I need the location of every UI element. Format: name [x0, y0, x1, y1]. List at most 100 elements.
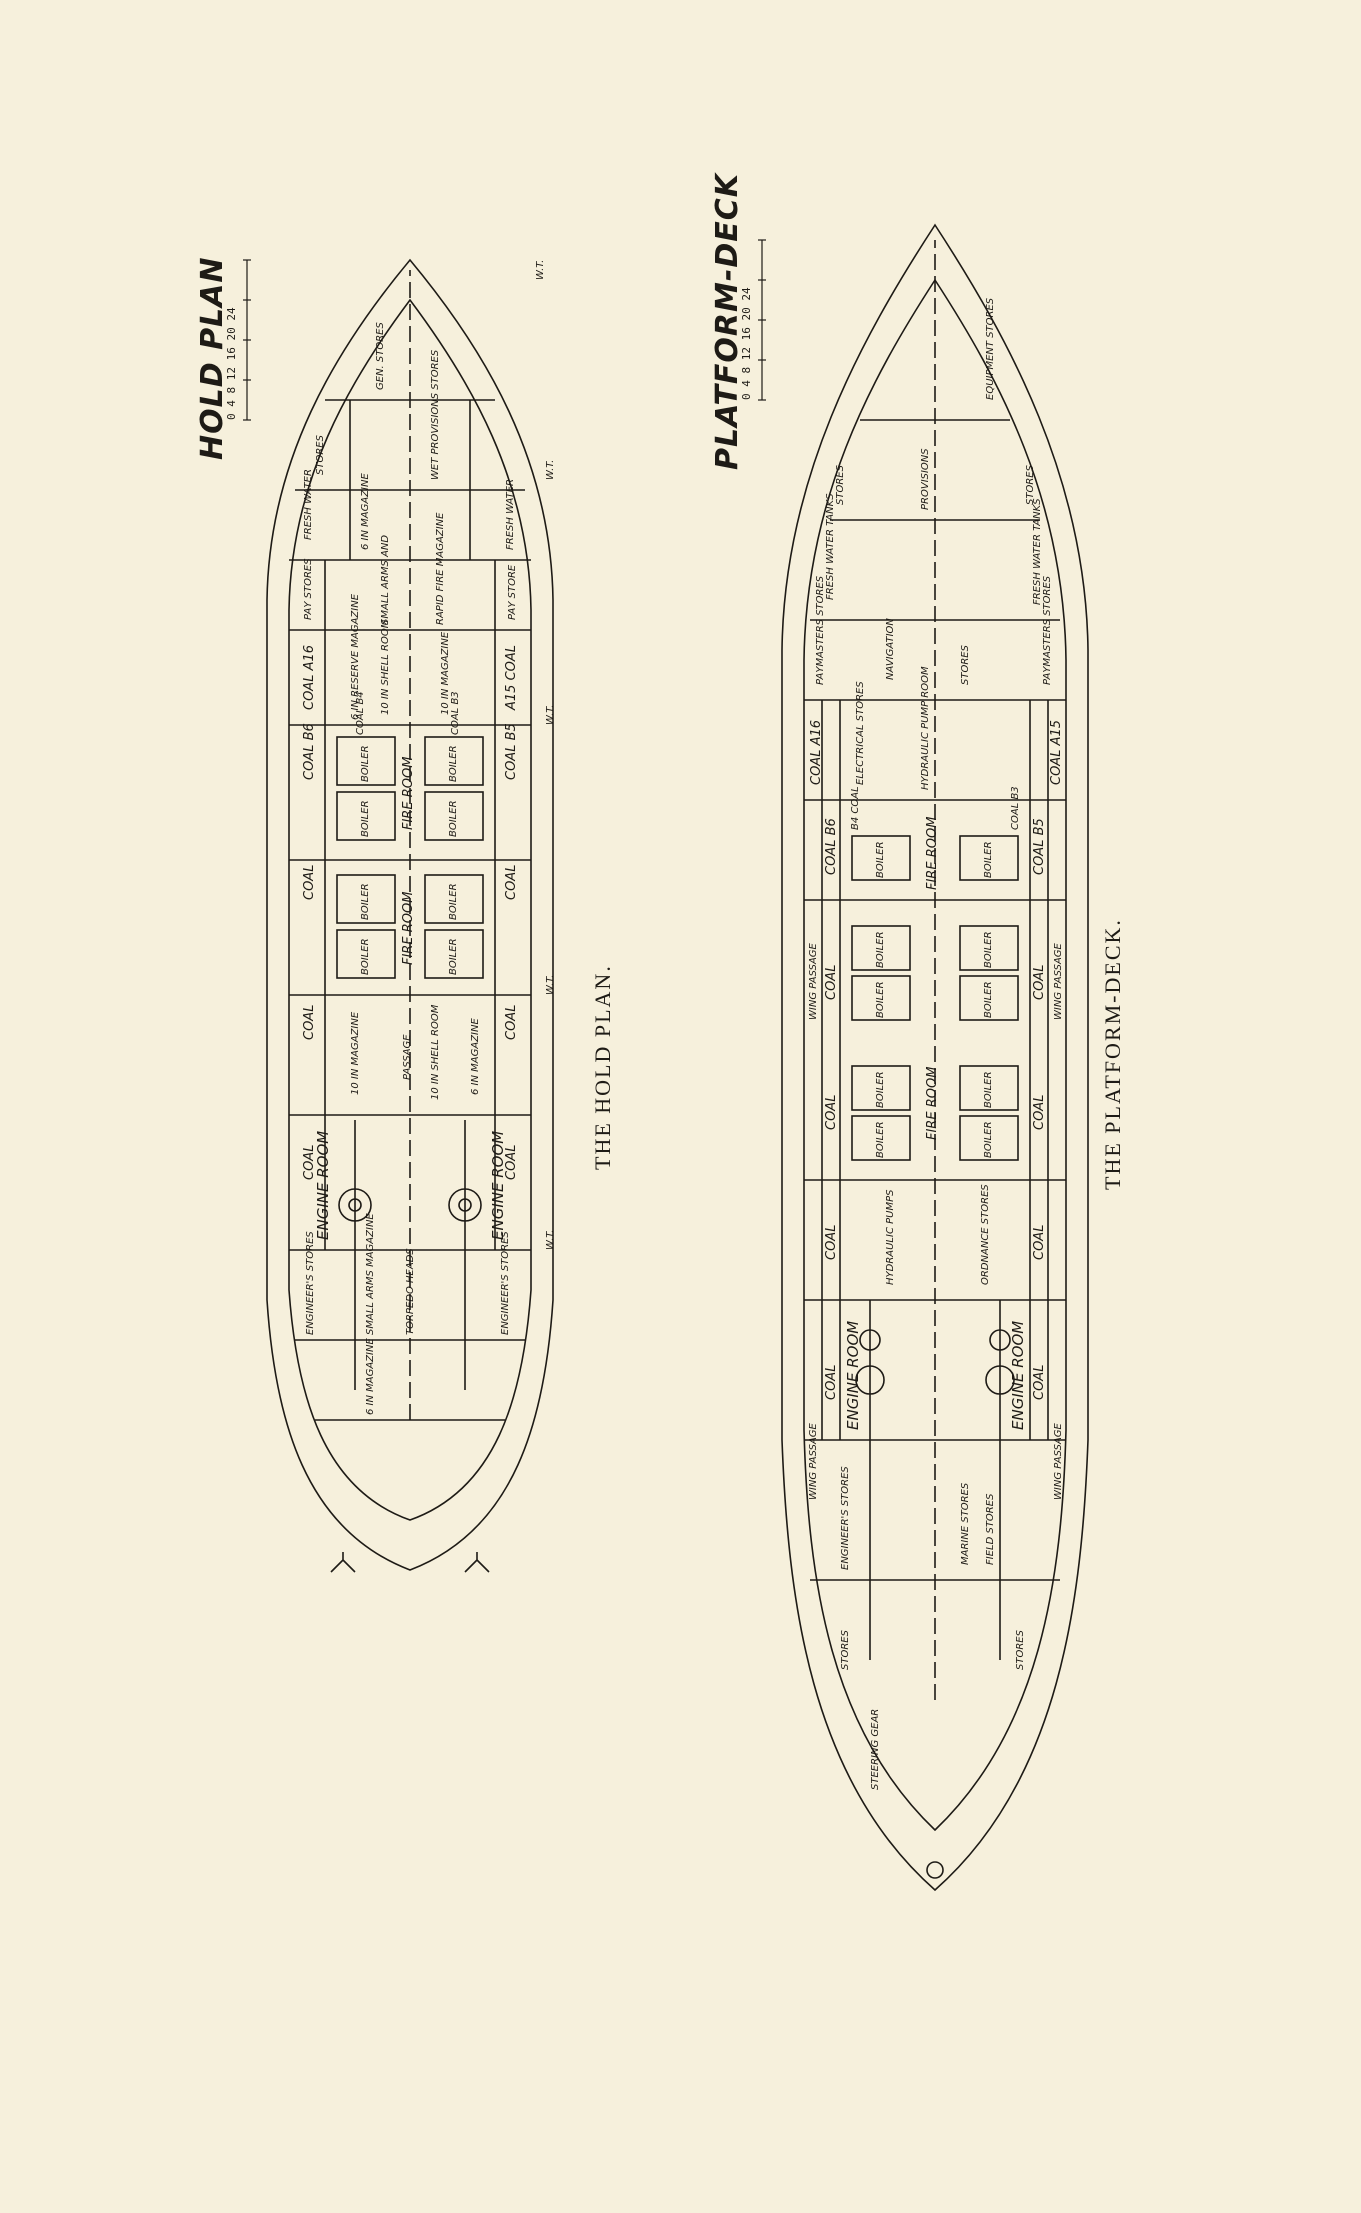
hold-coal-b6: COAL B6	[302, 723, 317, 780]
hold-6in-magazine-aft: 6 IN MAGAZINE	[470, 1018, 481, 1095]
plat-coal-bottom-2: COAL	[1032, 1094, 1047, 1130]
hold-engine-room-bottom: ENGINE ROOM	[489, 1130, 507, 1240]
plat-fire-room-fwd: FIRE ROOM	[925, 816, 940, 890]
plat-engine-room-top: ENGINE ROOM	[844, 1320, 862, 1430]
hold-fire-room-fwd: FIRE ROOM	[401, 756, 416, 830]
hold-boiler-3: BOILER	[448, 800, 459, 837]
plat-ordnance-stores: ORDNANCE STORES	[980, 1184, 991, 1285]
hold-pay-store: PAY STORE	[507, 564, 518, 620]
plat-coal-b6: COAL B6	[824, 818, 839, 875]
hold-coal-a16: COAL A16	[302, 644, 317, 710]
plat-provisions: PROVISIONS	[920, 448, 931, 510]
hold-6in-magazine: 6 IN MAGAZINE	[360, 473, 371, 550]
plat-coal-a15: COAL A15	[1049, 719, 1064, 785]
hold-hull-outline	[243, 258, 554, 1573]
plat-navigation: NAVIGATION	[885, 618, 896, 680]
hold-10in-magazine-aft: 10 IN MAGAZINE	[350, 1011, 361, 1095]
plat-wing-passage-aft-top: WING PASSAGE	[808, 1423, 819, 1500]
plat-coal-top-1: COAL	[824, 964, 839, 1000]
hold-engineers-stores-bottom: ENGINEER'S STORES	[500, 1231, 511, 1335]
hold-a15-coal: A15 COAL	[504, 644, 519, 710]
hold-10in-shell-room-aft: 10 IN SHELL ROOM	[430, 1004, 441, 1100]
hold-coal-top-2: COAL	[302, 1004, 317, 1040]
plat-boiler-10: BOILER	[983, 1071, 994, 1108]
plat-paymasters-stores-top: PAYMASTERS STORES	[815, 575, 826, 685]
hold-10in-shell-room-fwd: 10 IN SHELL ROOM	[380, 619, 391, 715]
plat-boiler-4: BOILER	[875, 931, 886, 968]
plat-equipment-stores: EQUIPMENT STORES	[985, 297, 996, 400]
plat-paymasters-stores-bottom: PAYMASTERS STORES	[1042, 575, 1053, 685]
hold-coal-bottom-3: COAL	[504, 1144, 519, 1180]
hold-torpedo-heads: TORPEDO HEADS	[405, 1248, 416, 1335]
plat-fresh-water-tanks-top: FRESH WATER TANKS	[825, 493, 836, 600]
hold-boiler-6: BOILER	[360, 883, 371, 920]
hold-coal-b4: COAL B4	[355, 691, 366, 735]
hold-boiler-7: BOILER	[448, 938, 459, 975]
hold-plan-drawing: HOLD PLAN 0 4 8 12 16 20 24 GEN. STORES …	[195, 240, 565, 1720]
plat-coal-bottom-4: COAL	[1032, 1364, 1047, 1400]
plat-coal-b5: COAL B5	[1032, 818, 1047, 875]
plat-boiler-5: BOILER	[983, 981, 994, 1018]
plat-field-stores: FIELD STORES	[985, 1493, 996, 1565]
hold-small-arms-and: SMALL ARMS AND	[380, 534, 391, 625]
plat-marine-stores: MARINE STORES	[960, 1482, 971, 1565]
hold-engineers-stores-top: ENGINEER'S STORES	[305, 1231, 316, 1335]
hold-boiler-1: BOILER	[360, 800, 371, 837]
plat-coal-bottom-1: COAL	[1032, 964, 1047, 1000]
hold-wt-1: W.T.	[535, 259, 546, 280]
plat-boiler-7: BOILER	[875, 1121, 886, 1158]
hold-boiler-8: BOILER	[448, 883, 459, 920]
hold-coal-top-1: COAL	[302, 864, 317, 900]
platform-scale-label: 0 4 8 12 16 20 24	[740, 287, 753, 400]
plat-stores-aft-top: STORES	[840, 1630, 851, 1670]
hold-rapid-fire-magazine: RAPID FIRE MAGAZINE	[435, 512, 446, 625]
hold-fresh-water-top: FRESH WATER	[303, 469, 314, 540]
hold-boiler-5: BOILER	[360, 938, 371, 975]
plat-engineers-stores: ENGINEER'S STORES	[840, 1466, 851, 1570]
hold-boiler-2: BOILER	[360, 745, 371, 782]
plat-engine-room-bottom: ENGINE ROOM	[1009, 1320, 1027, 1430]
platform-deck-caption: THE PLATFORM-DECK.	[1100, 918, 1125, 1190]
hold-gen-stores: GEN. STORES	[375, 322, 386, 390]
plat-stores-aft-bottom: STORES	[1015, 1630, 1026, 1670]
hold-passage: PASSAGE	[402, 1034, 413, 1080]
hold-coal-b3: COAL B3	[450, 691, 461, 735]
hold-wt-4: W.T.	[545, 974, 556, 995]
plat-stores-top: STORES	[835, 465, 846, 505]
plat-coal-bottom-3: COAL	[1032, 1224, 1047, 1260]
hold-engine-room-top: ENGINE ROOM	[314, 1130, 332, 1240]
plat-coal-top-3: COAL	[824, 1224, 839, 1260]
platform-deck-drawing: PLATFORM-DECK 0 4 8 12 16 20 24 EQUIPMEN…	[710, 173, 1100, 1900]
plat-hydraulic-pumps: HYDRAULIC PUMPS	[885, 1189, 896, 1285]
hold-coal-bottom-1: COAL	[504, 864, 519, 900]
plat-boiler-9: BOILER	[983, 1121, 994, 1158]
plat-hydraulic-pump-room: HYDRAULIC PUMP ROOM	[920, 666, 931, 790]
hold-plan-caption: THE HOLD PLAN.	[590, 964, 615, 1170]
hold-wt-3: W.T.	[545, 704, 556, 725]
hold-boiler-4: BOILER	[448, 745, 459, 782]
hold-wt-2: W.T.	[545, 459, 556, 480]
plat-boiler-6: BOILER	[983, 931, 994, 968]
platform-hull-outline	[758, 223, 1089, 1892]
plat-fire-room-aft: FIRE ROOM	[925, 1066, 940, 1140]
plat-coal-top-4: COAL	[824, 1364, 839, 1400]
plat-boiler-1: BOILER	[875, 841, 886, 878]
plat-boiler-3: BOILER	[875, 981, 886, 1018]
hold-wet-provisions: WET PROVISIONS STORES	[430, 349, 441, 480]
hold-coal-bottom-2: COAL	[504, 1004, 519, 1040]
hold-small-arms-magazine: SMALL ARMS MAGAZINE	[365, 1213, 376, 1335]
plat-coal-b3: COAL B3	[1010, 786, 1021, 830]
plat-electrical-stores: ELECTRICAL STORES	[855, 681, 866, 785]
hold-scale-label: 0 4 8 12 16 20 24	[225, 307, 238, 420]
plat-wing-passage-top: WING PASSAGE	[808, 943, 819, 1020]
plat-steering-gear: STEERING GEAR	[870, 1708, 881, 1790]
hold-pay-stores: PAY STORES	[303, 558, 314, 620]
hold-stores: STORES	[315, 435, 326, 475]
plat-wing-passage-aft-bottom: WING PASSAGE	[1053, 1423, 1064, 1500]
hold-coal-b5: COAL B5	[504, 723, 519, 780]
plat-coal-top-2: COAL	[824, 1094, 839, 1130]
plat-coal-a16: COAL A16	[809, 719, 824, 785]
hold-fresh-water-bottom: FRESH WATER	[505, 479, 516, 550]
plat-stores-mid: STORES	[960, 645, 971, 685]
